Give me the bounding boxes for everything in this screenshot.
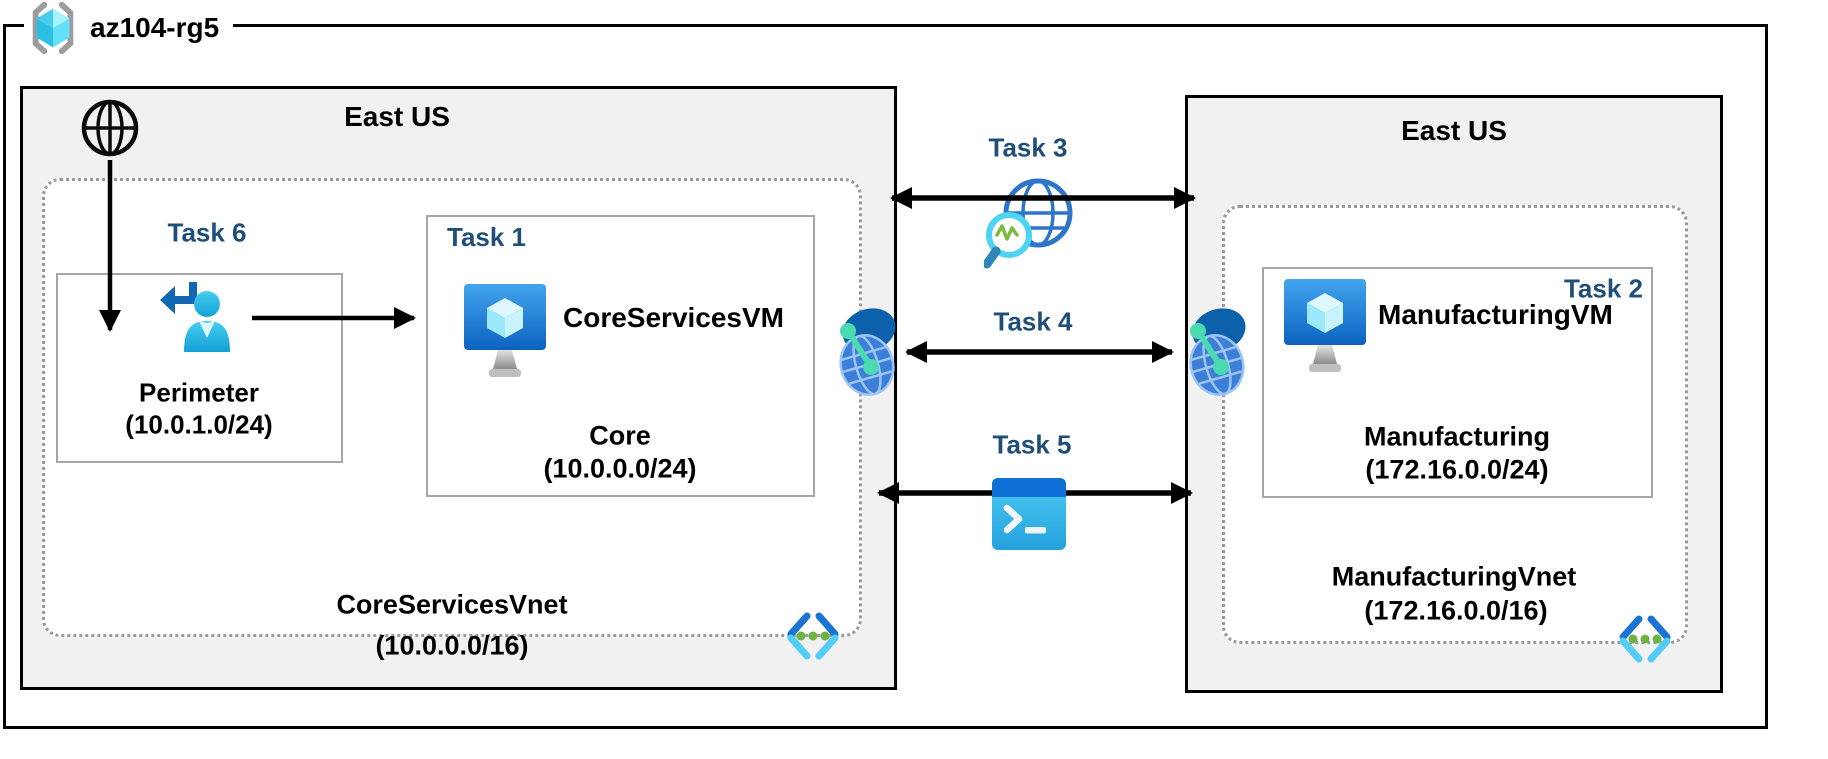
virtual-machine-icon <box>1283 278 1367 376</box>
resource-group-box <box>3 24 1768 729</box>
right-region-title: East US <box>1401 115 1507 146</box>
manufacturing-vnet-cidr: (172.16.0.0/16) <box>1364 595 1548 626</box>
task5-label: Task 5 <box>992 429 1072 460</box>
resource-group-name: az104-rg5 <box>90 12 220 43</box>
core-vm-name: CoreServicesVM <box>563 302 785 333</box>
perimeter-inbound-user-icon <box>160 282 234 352</box>
manufacturing-subnet-name: Manufacturing <box>1364 421 1550 452</box>
task2-label: Task 2 <box>1563 273 1643 304</box>
manufacturing-vm-name: ManufacturingVM <box>1378 299 1613 330</box>
vnet-peering-icon <box>835 305 903 399</box>
virtual-machine-icon <box>463 283 547 381</box>
vnet-peering-icon <box>1185 305 1253 399</box>
network-watcher-icon <box>982 173 1076 275</box>
task4-label: Task 4 <box>993 306 1073 337</box>
core-services-vnet-cidr: (10.0.0.0/16) <box>375 630 529 661</box>
core-services-vnet-name: CoreServicesVnet <box>336 589 568 620</box>
core-subnet-box <box>426 215 815 497</box>
resource-group-icon <box>24 0 82 56</box>
perimeter-subnet-cidr: (10.0.1.0/24) <box>125 409 273 440</box>
perimeter-subnet-name: Perimeter <box>139 377 259 408</box>
manufacturing-vnet-name: ManufacturingVnet <box>1331 561 1577 592</box>
code-brackets-icon <box>1615 615 1675 663</box>
task1-label: Task 1 <box>447 222 527 252</box>
core-subnet-name: Core <box>589 420 651 451</box>
task6-label: Task 6 <box>167 217 247 248</box>
manufacturing-subnet-cidr: (172.16.0.0/24) <box>1365 454 1549 485</box>
code-brackets-icon <box>783 612 843 660</box>
core-subnet-cidr: (10.0.0.0/24) <box>543 453 697 484</box>
cloud-shell-terminal-icon <box>992 478 1066 550</box>
resource-group-label: az104-rg5 <box>24 0 234 56</box>
task3-label: Task 3 <box>988 132 1068 163</box>
internet-globe-icon <box>80 98 140 158</box>
left-region-title: East US <box>344 101 450 132</box>
